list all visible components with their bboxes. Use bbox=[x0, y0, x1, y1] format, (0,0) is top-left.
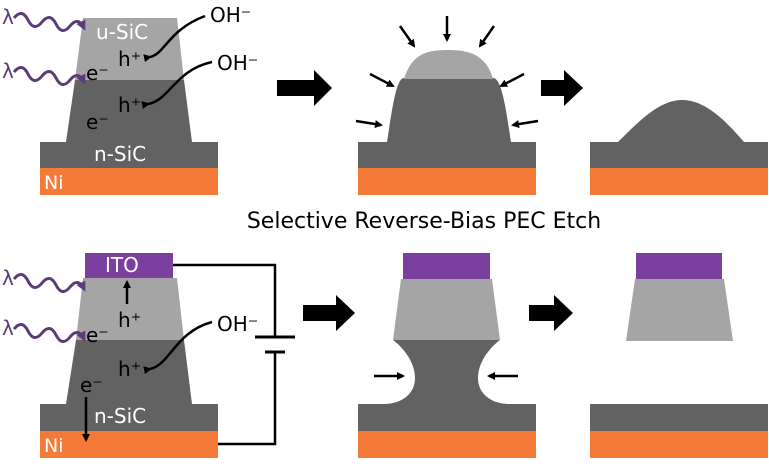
top-hole-upper: h⁺ bbox=[118, 47, 141, 71]
bottom-mid-pinched-mesa bbox=[384, 340, 509, 404]
etch-arrow-low-right bbox=[511, 119, 539, 129]
top-oh-lower: OH⁻ bbox=[217, 51, 258, 75]
etch-arrow-mid-right bbox=[499, 72, 525, 88]
bottom-electron-lower: e⁻ bbox=[80, 373, 103, 397]
bottom-ni-layer bbox=[40, 431, 218, 458]
top-u-sic-label: u-SiC bbox=[96, 20, 148, 44]
bottom-structure-initial: ITO n-SiC Ni h⁺ h⁺ e⁻ e⁻ OH⁻ λ λ bbox=[2, 253, 258, 458]
top-oh-upper: OH⁻ bbox=[210, 3, 251, 27]
top-lambda-lower: λ bbox=[2, 59, 14, 83]
bottom-mid-ni-layer bbox=[358, 431, 536, 458]
bottom-n-sic-label: n-SiC bbox=[94, 404, 146, 428]
top-electron-upper: e⁻ bbox=[86, 61, 109, 85]
bottom-right-ni-layer bbox=[590, 431, 768, 458]
top-ni-label: Ni bbox=[44, 172, 64, 194]
top-right-ni-layer bbox=[590, 168, 768, 195]
bottom-right-ito bbox=[636, 253, 722, 279]
top-structure-initial: u-SiC n-SiC Ni h⁺ h⁺ e⁻ e⁻ OH⁻ OH⁻ λ λ bbox=[2, 3, 258, 195]
bottom-ito-label: ITO bbox=[105, 253, 139, 277]
bottom-mid-ito bbox=[403, 253, 490, 279]
top-mid-mesa bbox=[387, 78, 511, 142]
top-hole-curve-upper bbox=[143, 14, 206, 63]
top-right-n-sic-base bbox=[590, 142, 768, 168]
bottom-photon-lower bbox=[12, 323, 86, 343]
top-hole-curve-lower bbox=[141, 60, 213, 110]
bottom-right-n-sic-base bbox=[590, 404, 768, 431]
bottom-process-arrow-2 bbox=[529, 295, 573, 331]
bottom-hole-upper: h⁺ bbox=[118, 308, 141, 332]
top-mid-ni-layer bbox=[358, 168, 536, 195]
bias-circuit bbox=[173, 263, 295, 446]
top-right-dome bbox=[618, 100, 744, 142]
top-lambda-upper: λ bbox=[2, 5, 14, 29]
bottom-process-arrow-1 bbox=[303, 295, 355, 331]
etch-arrow-low-left bbox=[355, 119, 383, 129]
top-process-arrow-1 bbox=[277, 70, 332, 106]
circuit-wire bbox=[173, 263, 277, 446]
top-u-sic-cap bbox=[75, 18, 184, 80]
etch-arrow-top-left bbox=[398, 25, 416, 48]
top-mid-cap bbox=[404, 50, 493, 79]
top-n-sic-label: n-SiC bbox=[94, 142, 146, 166]
section-title: Selective Reverse-Bias PEC Etch bbox=[247, 209, 601, 234]
bottom-structure-etching bbox=[358, 253, 536, 458]
top-photon-upper bbox=[12, 12, 86, 32]
bottom-lambda-lower: λ bbox=[2, 316, 14, 340]
top-photon-lower bbox=[12, 66, 86, 86]
etch-arrow-top-right bbox=[478, 25, 496, 48]
bottom-u-sic-layer bbox=[76, 278, 184, 340]
top-structure-etching bbox=[355, 16, 539, 195]
top-structure-final bbox=[590, 100, 768, 195]
top-n-sic-base bbox=[40, 142, 218, 168]
bottom-mid-u-sic bbox=[393, 279, 500, 340]
etch-arrow-mid-left bbox=[369, 72, 395, 88]
bottom-photon-upper bbox=[12, 273, 86, 293]
top-mid-n-sic-base bbox=[358, 142, 536, 168]
bottom-lambda-upper: λ bbox=[2, 266, 14, 290]
top-ni-layer bbox=[40, 168, 218, 195]
bottom-electron-upper: e⁻ bbox=[86, 323, 109, 347]
bottom-right-released-u-sic bbox=[626, 279, 733, 341]
bottom-structure-final bbox=[590, 253, 768, 458]
bottom-hole-lower: h⁺ bbox=[118, 357, 141, 381]
bottom-n-sic-mesa bbox=[66, 340, 192, 404]
bottom-hole-curve bbox=[143, 320, 213, 375]
top-process-arrow-2 bbox=[541, 70, 583, 106]
bottom-mid-n-sic-base bbox=[358, 404, 536, 431]
bottom-n-sic-base bbox=[40, 404, 218, 431]
bottom-ito-layer bbox=[85, 253, 173, 278]
bottom-ni-label: Ni bbox=[44, 435, 64, 457]
top-n-sic-mesa bbox=[66, 80, 192, 142]
bottom-oh-label: OH⁻ bbox=[217, 312, 258, 336]
top-electron-lower: e⁻ bbox=[86, 110, 109, 134]
top-hole-lower: h⁺ bbox=[118, 93, 141, 117]
